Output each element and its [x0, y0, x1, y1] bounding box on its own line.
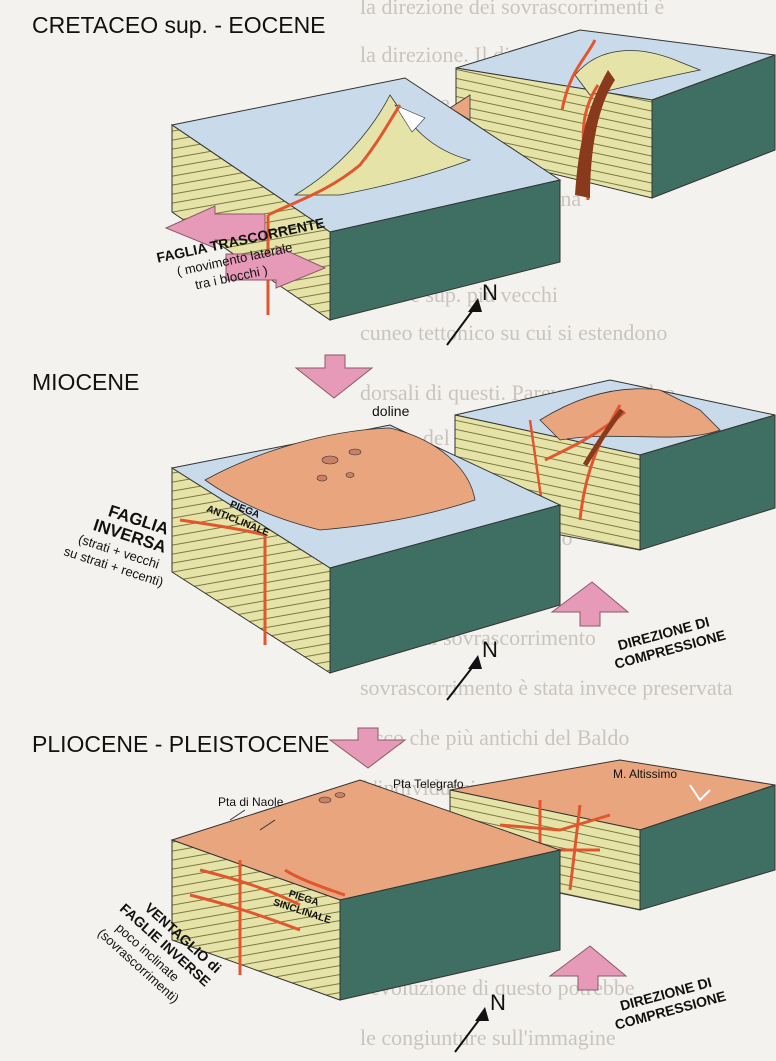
- svg-text:cuneo tettonico su cui si este: cuneo tettonico su cui si estendono: [360, 320, 667, 345]
- doline-label: doline: [372, 403, 410, 419]
- svg-text:N: N: [490, 990, 506, 1015]
- altissimo-label: M. Altissimo: [613, 767, 677, 781]
- telegrafo-label: Pta Telegrafo: [393, 777, 464, 791]
- panel-pliocene: PLIOCENE - PLEISTOCENE M. Altissimo Pta …: [32, 728, 775, 1052]
- svg-text:N: N: [482, 637, 498, 662]
- svg-text:ricco che più antichi del Bald: ricco che più antichi del Baldo: [360, 725, 629, 750]
- svg-text:le congiunture sull'immagine: le congiunture sull'immagine: [360, 1025, 616, 1050]
- svg-text:N: N: [482, 280, 498, 305]
- panel-title-miocene: MIOCENE: [32, 369, 139, 395]
- svg-text:sovrascorrimento è stata invec: sovrascorrimento è stata invece preserva…: [360, 675, 733, 700]
- svg-text:la direzione dei sovrascorrime: la direzione dei sovrascorrimenti è: [360, 0, 664, 19]
- panel-title-pliocene: PLIOCENE - PLEISTOCENE: [32, 731, 329, 757]
- panel-miocene: MIOCENE doline PIEGA: [32, 355, 775, 700]
- naole-label: Pta di Naole: [218, 795, 284, 809]
- compression-arrow-up-icon: [552, 582, 628, 626]
- compression-label: DIREZIONE DI COMPRESSIONE: [608, 610, 727, 671]
- faglia-inversa-label: FAGLIA INVERSA (strati + vecchi su strat…: [62, 492, 182, 590]
- panel-title-cretaceous: CRETACEO sup. - EOCENE: [32, 12, 326, 38]
